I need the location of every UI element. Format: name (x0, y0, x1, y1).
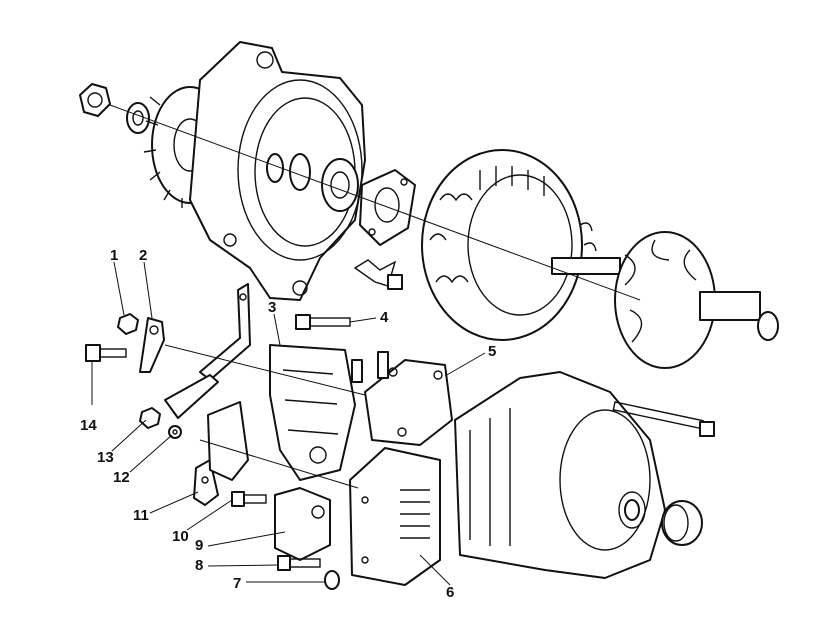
through-bolt (612, 401, 715, 437)
assembly-axis-lines (109, 104, 641, 489)
callout-6: 6 (446, 584, 454, 601)
side-bracket (207, 401, 249, 481)
pulley-washer (126, 102, 150, 134)
callout-11: 11 (133, 507, 149, 524)
callout-10: 10 (172, 528, 189, 545)
screw-10 (231, 491, 267, 507)
callout-leaders (91, 261, 486, 586)
screw-8 (277, 555, 321, 571)
bracket-link (199, 283, 251, 381)
pulley-nut (79, 83, 111, 117)
callout-13: 13 (97, 449, 114, 466)
rectifier-bridge (269, 344, 356, 481)
callout-14: 14 (80, 417, 97, 434)
plug-bolt-4 (295, 314, 351, 330)
bolt-14 (85, 344, 127, 362)
callout-4: 4 (380, 309, 389, 326)
callout-labels: 1 2 3 4 5 6 7 8 9 10 11 12 13 14 (80, 247, 496, 601)
callout-2: 2 (139, 247, 147, 264)
washer-7 (324, 570, 340, 590)
regulator-heatsink (349, 447, 441, 586)
connector-terminals (351, 351, 389, 383)
lead-bracket (164, 374, 219, 419)
nut-1 (117, 313, 139, 335)
callout-3: 3 (268, 299, 276, 316)
cable-bracket-2 (139, 317, 165, 373)
brush-holder (274, 487, 331, 561)
rotor (551, 231, 779, 369)
regulator-cover-plate (364, 359, 453, 446)
callout-7: 7 (233, 575, 241, 592)
slip-ring-end-housing (454, 371, 666, 579)
stator (421, 149, 597, 341)
callout-8: 8 (195, 557, 203, 574)
callout-12: 12 (113, 469, 130, 486)
retainer-screw (353, 259, 403, 290)
callout-5: 5 (488, 343, 496, 360)
dust-cap (661, 500, 703, 546)
callout-9: 9 (195, 537, 203, 554)
nut-13 (139, 407, 161, 429)
bearing-spacers (266, 153, 359, 212)
callout-1: 1 (110, 247, 118, 264)
